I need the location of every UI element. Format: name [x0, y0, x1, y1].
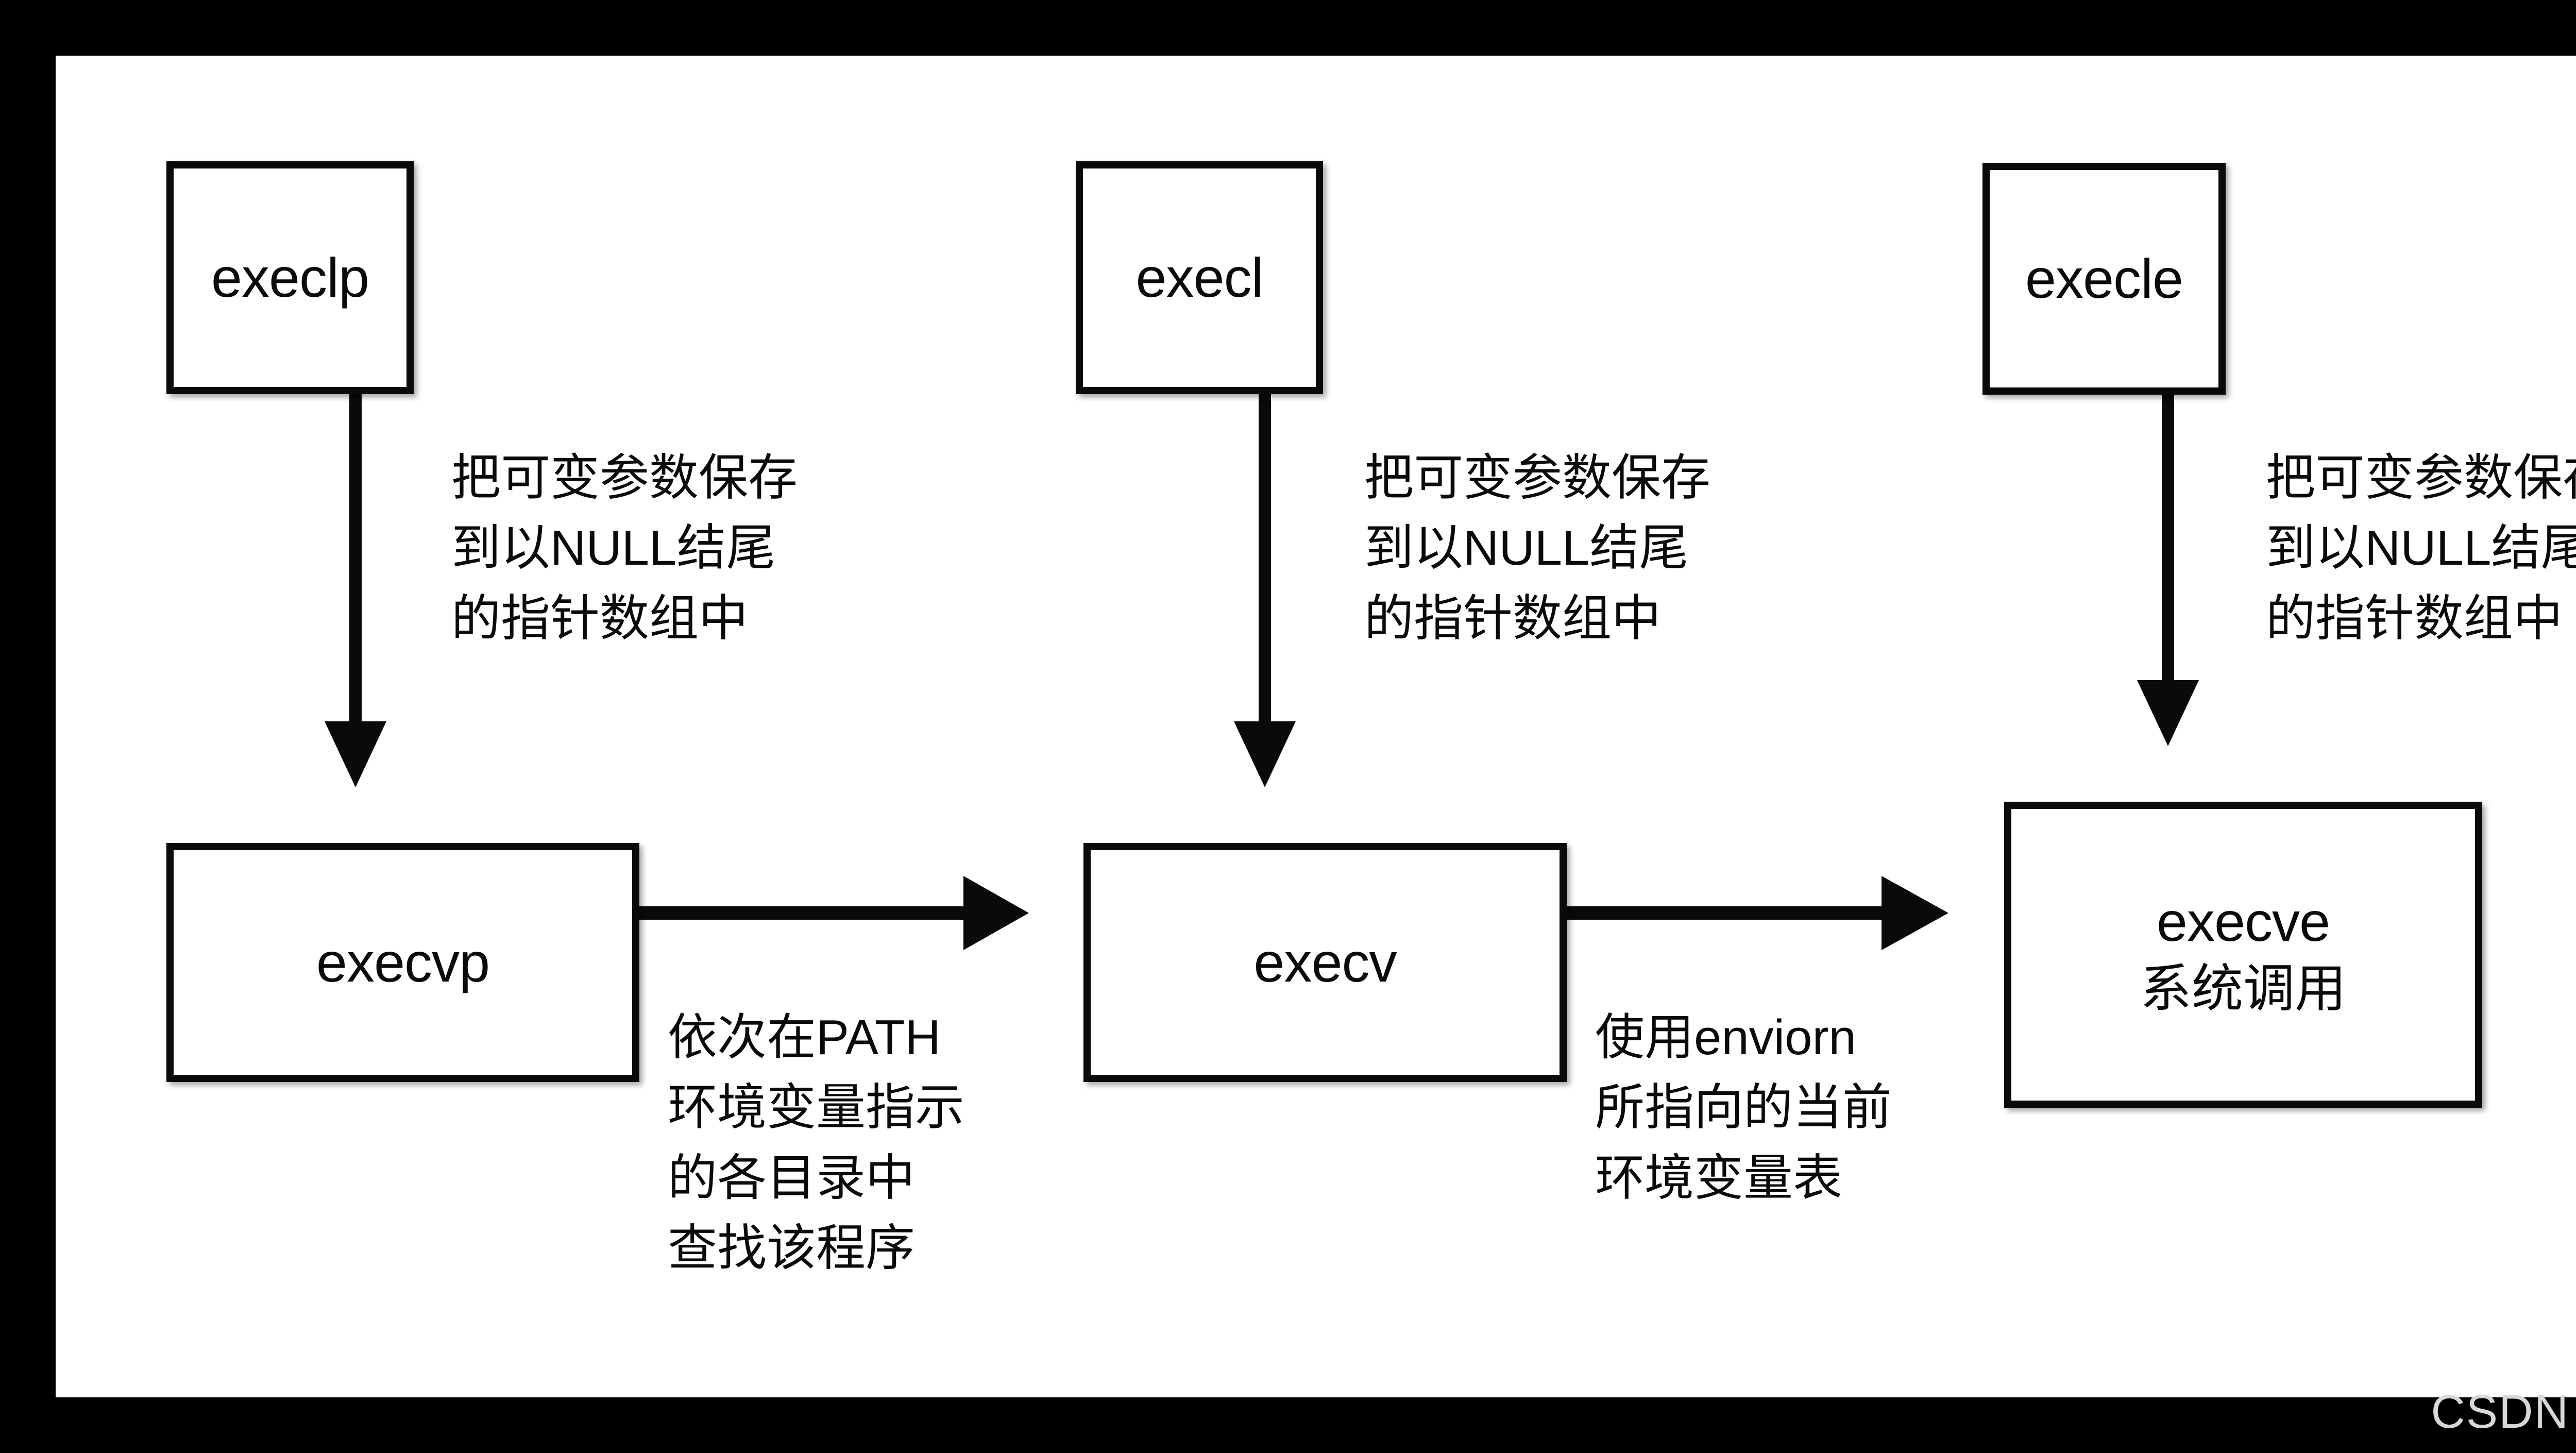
arrow-execlp-to-execvp	[325, 339, 386, 787]
edge-label-execle-to-execve: 把可变参数保存 到以NULL结尾 的指针数组中	[2266, 450, 2576, 646]
diagram-panel: execlp execl execle execvp execv execve …	[56, 56, 2576, 1397]
edge-label-execlp-to-execvp: 把可变参数保存 到以NULL结尾 的指针数组中	[451, 450, 798, 646]
node-execvp-label: execvp	[316, 931, 490, 993]
arrow-execvp-to-execv	[584, 876, 1029, 950]
node-execve-sublabel: 系统调用	[2140, 960, 2346, 1018]
arrow-execl-to-execv	[1234, 339, 1296, 787]
node-execve[interactable]: execve 系统调用	[2004, 802, 2482, 1108]
arrow-execv-to-execve	[1511, 876, 1948, 950]
edge-label-execl-to-execv: 把可变参数保存 到以NULL结尾 的指针数组中	[1364, 450, 1710, 646]
node-execl-label: execl	[1136, 246, 1263, 309]
node-execvp[interactable]: execvp	[166, 843, 639, 1082]
node-execve-label: execve	[2156, 890, 2330, 953]
arrow-execle-to-execve	[2137, 339, 2199, 746]
node-execv[interactable]: execv	[1083, 843, 1567, 1082]
node-execle-label: execle	[2025, 247, 2183, 310]
node-execle[interactable]: execle	[1982, 163, 2226, 395]
node-execv-label: execv	[1253, 931, 1397, 993]
node-execlp[interactable]: execlp	[166, 161, 414, 394]
csdn-watermark: CSDN @序属秋秋秋	[2431, 1386, 2576, 1438]
node-execl[interactable]: execl	[1076, 161, 1323, 394]
node-execlp-label: execlp	[211, 246, 369, 309]
edge-label-execv-to-execve: 使用enviorn 所指向的当前 环境变量表	[1595, 1010, 1892, 1206]
edge-label-execvp-to-execv: 依次在PATH 环境变量指示 的各目录中 查找该程序	[668, 1010, 964, 1276]
